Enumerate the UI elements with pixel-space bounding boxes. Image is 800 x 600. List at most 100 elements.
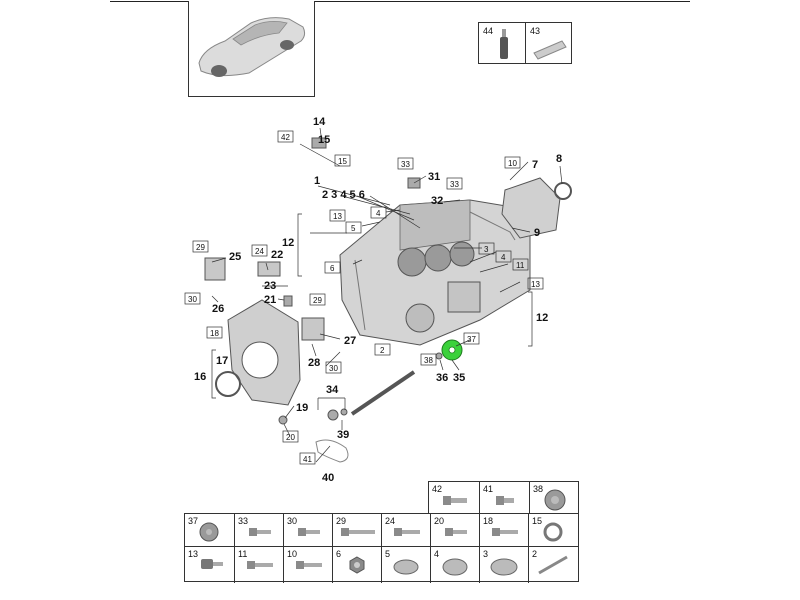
boxed-ref: 15 <box>338 157 347 166</box>
bracket-25[interactable] <box>204 257 226 281</box>
part-cell[interactable]: 10 <box>283 547 332 583</box>
gear-plug-icon <box>544 489 566 511</box>
part-number: 33 <box>238 516 249 526</box>
callout: 27 <box>344 335 356 347</box>
parts-grid-middle: 37 33 30 29 24 20 18 15 <box>184 513 579 550</box>
part-cell[interactable]: 2 <box>528 547 577 583</box>
callout: 12 <box>536 312 548 324</box>
part-cell[interactable]: 13 <box>185 547 233 583</box>
part-number: 4 <box>434 549 440 559</box>
gear-34[interactable] <box>327 409 339 421</box>
boxed-ref: 2 <box>380 346 385 355</box>
part-cell[interactable]: 29 <box>332 514 381 550</box>
boxed-ref: 42 <box>281 133 290 142</box>
boxed-ref: 10 <box>508 159 517 168</box>
boxed-ref: 29 <box>313 296 322 305</box>
callout: 23 <box>264 280 276 292</box>
part-cell[interactable]: 3 <box>479 547 528 583</box>
plug-14[interactable] <box>311 137 327 149</box>
washer-39[interactable] <box>340 408 348 416</box>
bracket-22[interactable] <box>257 261 281 277</box>
callout: 39 <box>337 429 349 441</box>
callout: 17 <box>216 355 228 367</box>
part-cell[interactable]: 15 <box>528 514 577 550</box>
part-cell[interactable]: 11 <box>234 547 283 583</box>
boxed-ref: 3 <box>484 245 489 254</box>
bolt-icon <box>298 528 320 536</box>
short-bolt-icon <box>496 496 514 505</box>
vehicle-thumbnail <box>188 1 315 97</box>
part-cell[interactable]: 5 <box>381 547 430 583</box>
boxed-ref: 4 <box>376 209 381 218</box>
accessory-cell[interactable]: 43 <box>525 23 572 63</box>
callout: 8 <box>556 153 562 165</box>
gasket-40[interactable] <box>315 439 349 463</box>
bolt-icon <box>296 561 322 569</box>
part-cell[interactable]: 18 <box>479 514 528 550</box>
timing-cover[interactable] <box>215 299 301 406</box>
callout: 16 <box>194 371 206 383</box>
part-number: 11 <box>238 549 248 559</box>
cap-icon <box>393 559 419 575</box>
callouts: 14 15 1 2 3 4 5 6 31 32 7 8 9 12 25 22 2… <box>194 116 562 484</box>
accessory-cell[interactable]: 44 <box>479 23 525 63</box>
part-number: 13 <box>188 549 199 559</box>
callout: 1 <box>314 175 320 187</box>
part-number: 15 <box>532 516 543 526</box>
part-number: 5 <box>385 549 391 559</box>
long-bolt-icon <box>341 528 375 536</box>
part-cell[interactable]: 33 <box>234 514 283 550</box>
part-number: 18 <box>483 516 494 526</box>
part-number: 6 <box>336 549 342 559</box>
part-cell[interactable]: 4 <box>430 547 479 583</box>
callout: 32 <box>431 195 443 207</box>
part-cell[interactable]: 24 <box>381 514 430 550</box>
part-number: 30 <box>287 516 298 526</box>
callout: 36 <box>436 372 448 384</box>
bolt-icon <box>249 528 271 536</box>
callout: 22 <box>271 249 283 261</box>
boxed-ref: 38 <box>424 356 433 365</box>
callout: 12 <box>282 237 294 249</box>
shaft[interactable] <box>350 370 416 416</box>
callout: 21 <box>264 294 276 306</box>
ring-icon <box>543 522 563 542</box>
callout: 19 <box>296 402 308 414</box>
parts-grid-bottom: 13 11 10 6 5 4 3 2 <box>184 546 579 583</box>
bracket-27[interactable] <box>301 317 325 341</box>
cap-icon <box>490 558 518 576</box>
boxed-ref: 20 <box>286 433 295 442</box>
chain-cover[interactable] <box>469 177 572 241</box>
bolt-icon <box>492 528 518 536</box>
callout: 26 <box>212 303 224 315</box>
nut-icon <box>349 556 365 574</box>
part-number: 10 <box>287 549 298 559</box>
highlighted-gear-35[interactable] <box>441 339 463 361</box>
part-number: 3 <box>483 549 489 559</box>
sensor-21[interactable] <box>283 295 293 307</box>
boxed-ref: 30 <box>188 295 197 304</box>
part-number: 24 <box>385 516 396 526</box>
engine-block[interactable] <box>339 199 531 346</box>
cap-icon <box>442 558 468 576</box>
part-cell[interactable]: 42 <box>429 482 477 518</box>
bolt-icon <box>394 528 420 536</box>
part-cell[interactable]: 38 <box>529 482 578 518</box>
boxed-refs <box>184 130 544 465</box>
gear-plug-icon <box>199 522 219 542</box>
part-number: 44 <box>483 26 494 36</box>
part-cell[interactable]: 37 <box>185 514 233 550</box>
part-number: 20 <box>434 516 445 526</box>
part-cell[interactable]: 20 <box>430 514 479 550</box>
part-cell[interactable]: 41 <box>479 482 528 518</box>
sealant-strip-icon <box>533 40 567 60</box>
boxed-ref: 29 <box>196 243 205 252</box>
callout: 7 <box>532 159 538 171</box>
part-number: 43 <box>530 26 541 36</box>
bolt-icon <box>445 528 467 536</box>
part-cell[interactable]: 6 <box>332 547 381 583</box>
washer-36[interactable] <box>435 352 443 360</box>
parts-grid-top: 42 41 38 <box>428 481 579 519</box>
part-cell[interactable]: 30 <box>283 514 332 550</box>
car-icon <box>198 17 306 77</box>
